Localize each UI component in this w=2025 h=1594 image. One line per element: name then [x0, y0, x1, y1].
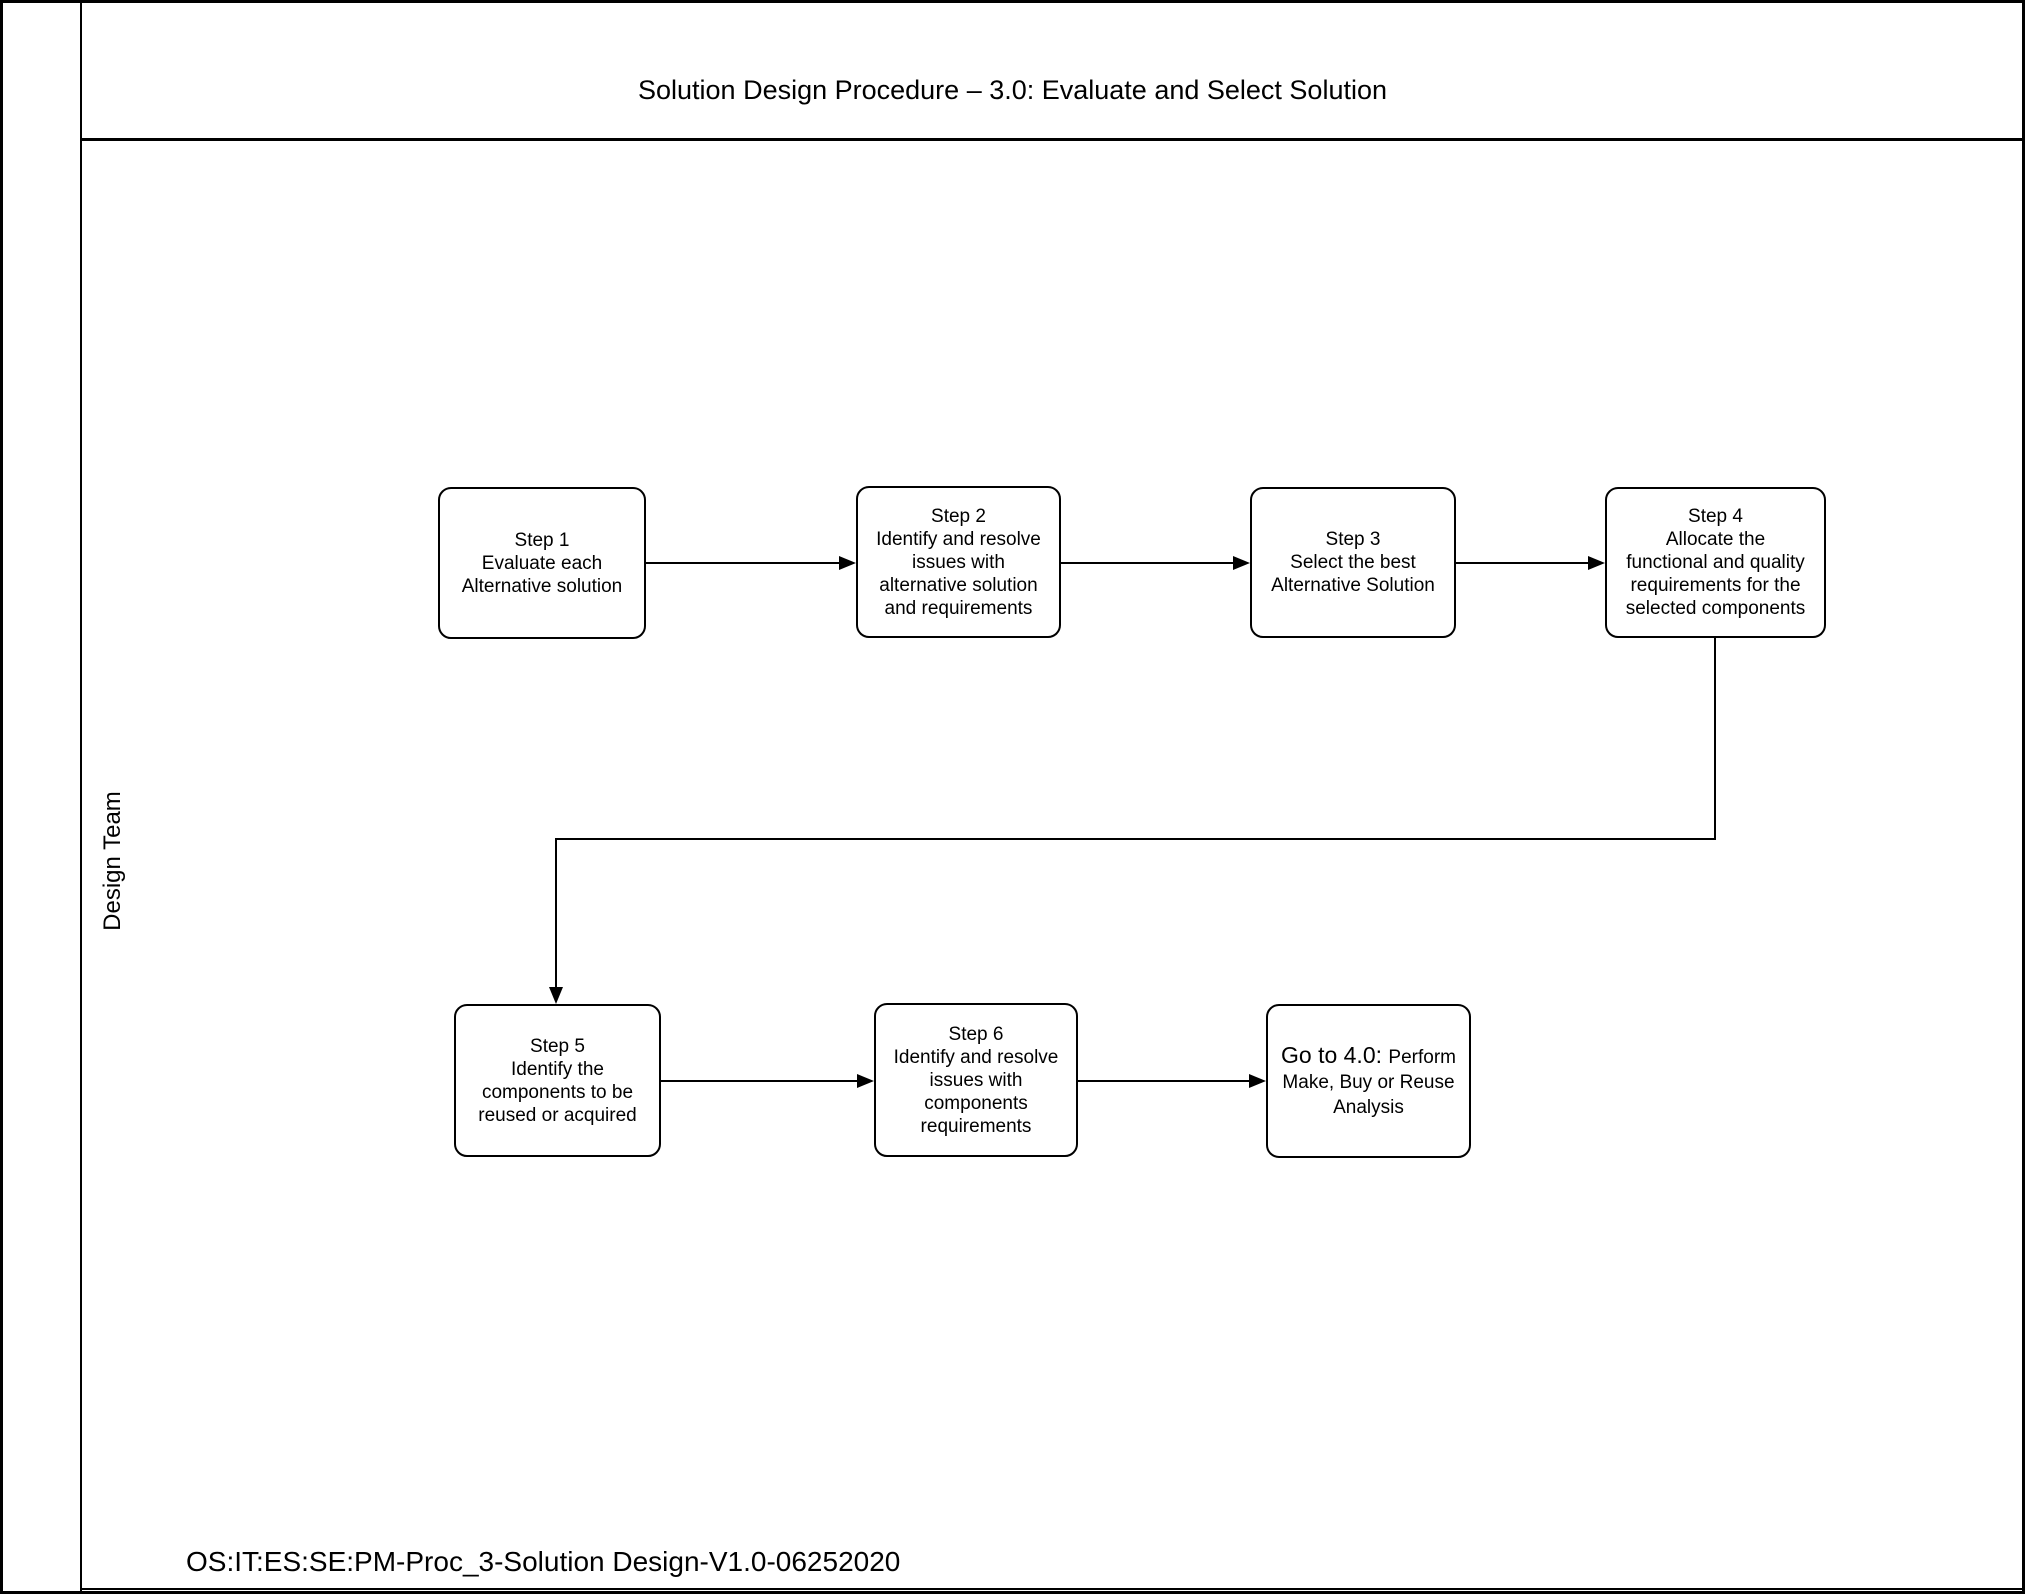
edge-step4-step5-segment-down: [1714, 638, 1716, 840]
node-step-4-label: Step 4 Allocate the functional and quali…: [1625, 506, 1806, 619]
edge-step1-step2-line: [646, 562, 840, 564]
node-step-3-label: Step 3 Select the best Alternative Solut…: [1271, 529, 1435, 596]
page-title: Solution Design Procedure – 3.0: Evaluat…: [638, 75, 1387, 105]
edge-step5-step6-line: [661, 1080, 858, 1082]
goto-prefix: Go to 4.0:: [1281, 1041, 1389, 1068]
edge-step3-step4-line: [1456, 562, 1589, 564]
goto-line1-rest: Perform: [1388, 1046, 1456, 1068]
edge-step6-goto-arrowhead-icon: [1249, 1074, 1266, 1088]
node-step-5-label: Step 5 Identify the components to be reu…: [478, 1035, 637, 1126]
node-step-2-label: Step 2 Identify and resolve issues with …: [876, 505, 1041, 619]
edge-step2-step3-arrowhead-icon: [1233, 556, 1250, 570]
document-id-footer: OS:IT:ES:SE:PM-Proc_3-Solution Design-V1…: [186, 1546, 901, 1577]
node-step-1: Step 1 Evaluate each Alternative solutio…: [438, 487, 646, 639]
node-step-1-label: Step 1 Evaluate each Alternative solutio…: [461, 529, 623, 597]
edge-step4-step5-segment-across: [555, 838, 1716, 840]
node-goto-4-0: Go to 4.0: Perform Make, Buy or Reuse An…: [1266, 1004, 1471, 1158]
edge-step4-step5-segment-down2: [555, 838, 557, 988]
node-step-2: Step 2 Identify and resolve issues with …: [856, 486, 1061, 638]
goto-line3: Analysis: [1333, 1096, 1404, 1118]
edge-step4-step5-arrowhead-icon: [549, 987, 563, 1004]
edge-step3-step4-arrowhead-icon: [1588, 556, 1605, 570]
node-step-6: Step 6 Identify and resolve issues with …: [874, 1003, 1078, 1157]
footer-separator-line: [80, 1588, 2022, 1590]
node-step-4: Step 4 Allocate the functional and quali…: [1605, 487, 1826, 638]
node-goto-4-0-label: Go to 4.0: Perform Make, Buy or Reuse An…: [1277, 1039, 1460, 1124]
node-step-6-label: Step 6 Identify and resolve issues with …: [893, 1023, 1059, 1137]
edge-step1-step2-arrowhead-icon: [839, 556, 856, 570]
node-step-5: Step 5 Identify the components to be reu…: [454, 1004, 661, 1157]
pool-divider-line: [80, 3, 82, 1591]
title-separator-line: [80, 138, 2022, 141]
lane-label-design-team: Design Team: [99, 791, 126, 931]
node-step-3: Step 3 Select the best Alternative Solut…: [1250, 487, 1456, 638]
edge-step2-step3-line: [1061, 562, 1234, 564]
edge-step5-step6-arrowhead-icon: [857, 1074, 874, 1088]
goto-line2: Make, Buy or Reuse: [1282, 1071, 1455, 1093]
edge-step6-goto-line: [1078, 1080, 1250, 1082]
